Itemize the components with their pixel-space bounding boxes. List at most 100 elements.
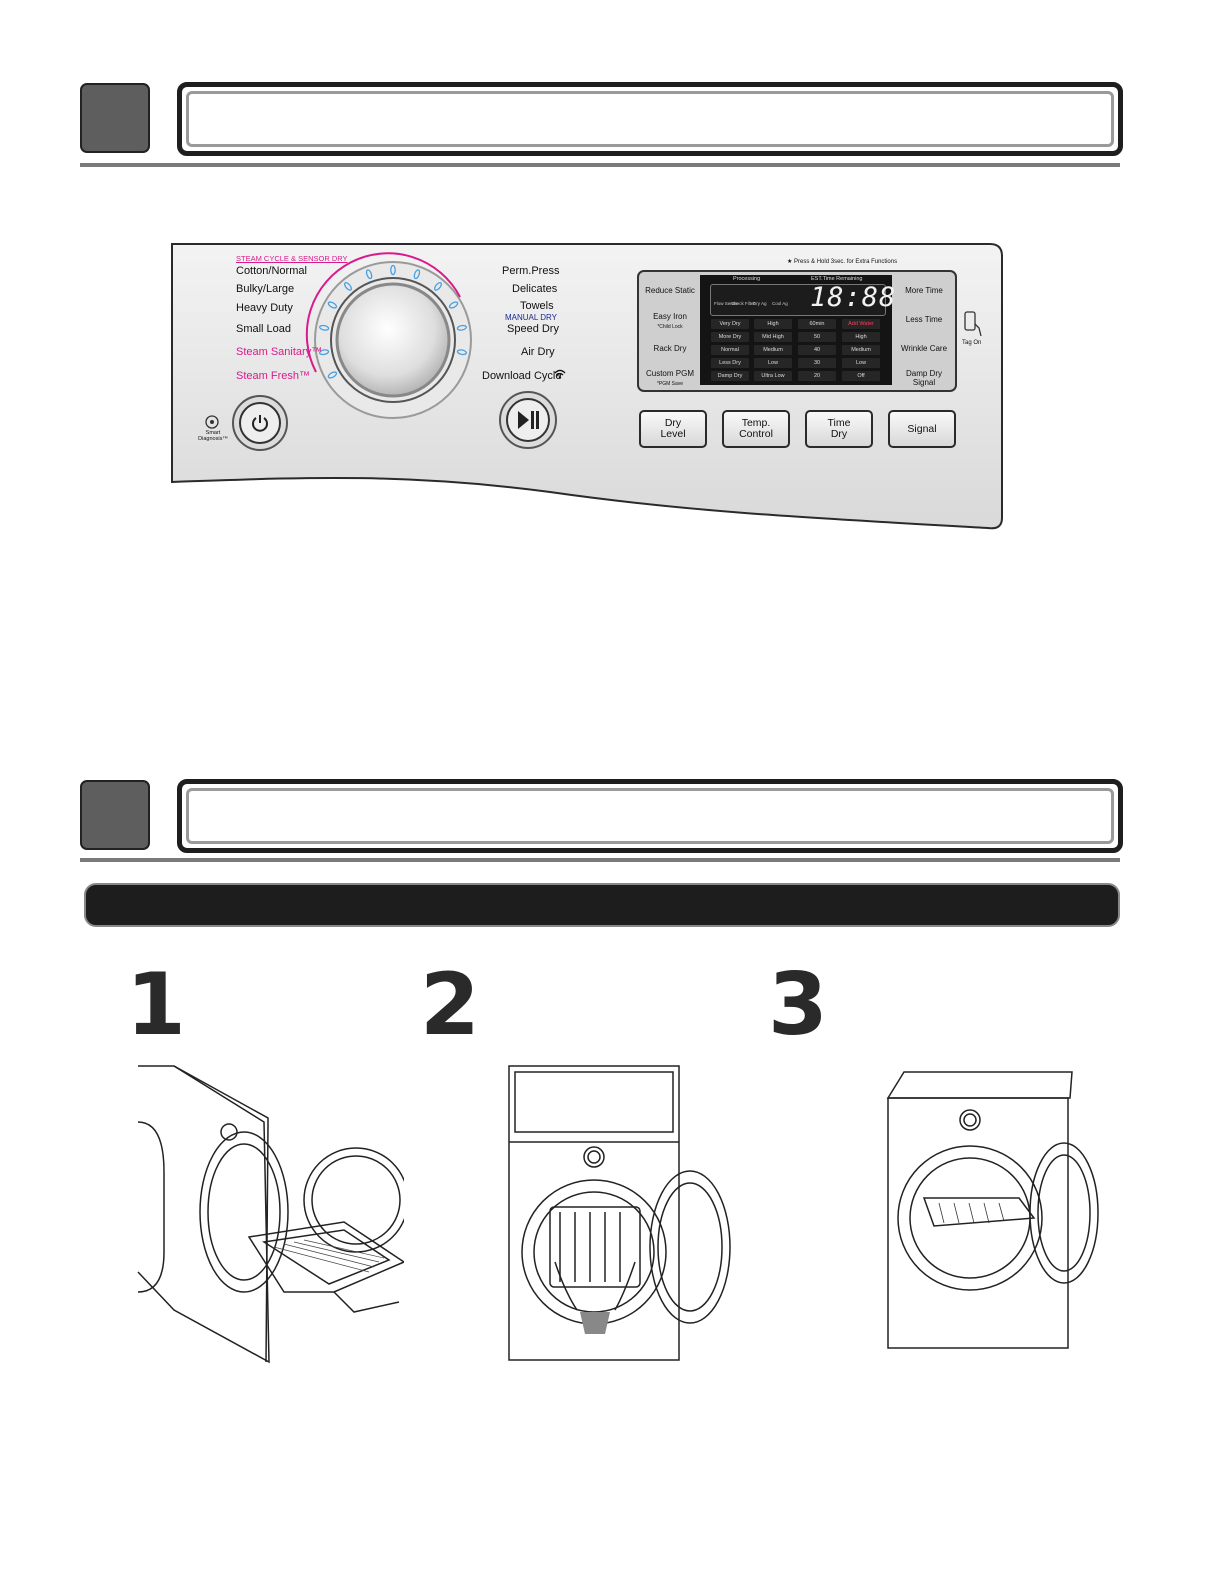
dial-led	[319, 349, 330, 356]
time-dry-line2: Dry	[830, 428, 848, 440]
dial-led	[456, 349, 467, 356]
grid-cell: Normal	[711, 345, 749, 355]
status-display	[710, 284, 886, 316]
cycle-heavy-duty[interactable]: Heavy Duty	[236, 302, 293, 314]
cycle-cotton-normal[interactable]: Cotton/Normal	[236, 265, 307, 277]
status-flow-sense: Flow Sense	[714, 301, 738, 306]
power-icon	[252, 415, 268, 432]
cycle-steam-fresh[interactable]: Steam Fresh™	[236, 370, 310, 382]
cycle-download[interactable]: Download Cycle	[482, 370, 562, 382]
cycle-perm-press[interactable]: Perm.Press	[502, 265, 560, 277]
dial-led	[365, 269, 373, 280]
wrinkle-care-button[interactable]: Wrinkle Care	[896, 337, 952, 361]
wrinkle-care-label: Wrinkle Care	[900, 344, 948, 353]
grid-cell: Add Water	[842, 319, 880, 329]
dial-leds	[319, 264, 467, 379]
grid-cell: Low	[754, 358, 792, 368]
easy-iron-button[interactable]: Easy Iron *Child Lock	[642, 308, 698, 332]
manual-dry-header: MANUAL DRY	[505, 313, 558, 322]
custom-pgm-label: Custom PGM	[645, 369, 694, 378]
section-2-rule	[80, 858, 1120, 862]
dry-level-line1: Dry	[664, 417, 682, 429]
rack-dry-button[interactable]: Rack Dry	[642, 337, 698, 361]
step-3-number: 3	[768, 955, 828, 1055]
damp-dry-label: Damp Dry	[905, 369, 942, 378]
step-2-number: 2	[420, 955, 480, 1055]
easy-iron-label: Easy Iron	[653, 312, 687, 321]
grid-cell: More Dry	[711, 332, 749, 342]
status-dry-ag: Dry Ag	[753, 301, 767, 306]
grid-cell: Off	[842, 371, 880, 381]
grid-cell: Ultra Low	[754, 371, 792, 381]
smart-diagnosis-icon	[204, 414, 220, 435]
est-time-label: EST.Time Remaining	[811, 276, 863, 282]
steam-cycle-header: STEAM CYCLE & SENSOR DRY	[236, 254, 348, 263]
section-2-number-box	[80, 780, 150, 850]
rack-dry-label: Rack Dry	[653, 344, 687, 353]
cycle-steam-sanitary[interactable]: Steam Sanitary™	[236, 346, 323, 358]
dial-led	[344, 282, 352, 291]
grid-cell: Less Dry	[711, 358, 749, 368]
step-1-illustration	[137, 1065, 404, 1364]
step-2-illustration	[508, 1065, 731, 1361]
cycle-towels[interactable]: Towels	[520, 300, 554, 312]
grid-cell: 30	[798, 358, 836, 368]
subsection-bar	[84, 883, 1120, 927]
grid-cell: High	[754, 319, 792, 329]
wifi-icon	[554, 369, 566, 382]
section-1-rule	[80, 163, 1120, 167]
section-1-number-box	[80, 83, 150, 153]
start-pause-button[interactable]	[516, 409, 540, 431]
time-dry-line1: Time	[827, 417, 851, 429]
grid-cell: High	[842, 332, 880, 342]
dial-led	[390, 264, 396, 276]
less-time-button[interactable]: Less Time	[896, 308, 952, 332]
dry-level-line2: Level	[660, 428, 686, 440]
section-2-title-bar	[177, 779, 1123, 853]
grid-cell: Mid High	[754, 332, 792, 342]
dial-led	[319, 324, 330, 331]
cycle-air-dry[interactable]: Air Dry	[521, 346, 555, 358]
tag-on-phone-icon	[963, 310, 985, 343]
cycle-small-load[interactable]: Small Load	[236, 323, 292, 335]
temp-control-button[interactable]: Temp.Control	[722, 410, 790, 448]
processing-label: Processing	[733, 276, 761, 282]
dial-led	[448, 301, 459, 309]
tag-on-label[interactable]: Tag On	[962, 340, 982, 346]
pgm-save-label: *PGM Save	[656, 381, 684, 387]
cycle-delicates[interactable]: Delicates	[512, 283, 558, 295]
temp-control-line1: Temp.	[741, 417, 771, 429]
damp-dry-sub-label: Signal	[912, 378, 936, 387]
signal-button[interactable]: Signal	[888, 410, 956, 448]
power-button[interactable]	[250, 413, 270, 433]
signal-label: Signal	[907, 422, 937, 435]
reduce-static-button[interactable]: Reduce Static	[642, 279, 698, 303]
step-3-illustration	[886, 1071, 1099, 1349]
grid-cell: Medium	[754, 345, 792, 355]
grid-cell: 40	[798, 345, 836, 355]
child-lock-label: *Child Lock	[657, 324, 683, 330]
more-time-button[interactable]: More Time	[896, 279, 952, 303]
smart-diagnosis-label: Smart Diagnosis™	[198, 430, 228, 442]
step-1-number: 1	[126, 955, 186, 1055]
grid-cell: Damp Dry	[711, 371, 749, 381]
dial-led	[413, 269, 421, 280]
dial-led	[456, 324, 467, 331]
grid-cell: 20	[798, 371, 836, 381]
custom-pgm-button[interactable]: Custom PGM *PGM Save	[642, 365, 698, 389]
grid-cell: Medium	[842, 345, 880, 355]
section-1-title-bar	[177, 82, 1123, 156]
more-time-label: More Time	[905, 286, 943, 295]
less-time-label: Less Time	[905, 315, 943, 324]
dial-led	[327, 301, 338, 309]
cycle-speed-dry[interactable]: Speed Dry	[507, 323, 559, 335]
press-hold-note: ★ Press & Hold 3sec. for Extra Functions	[787, 259, 898, 265]
control-panel: STEAM CYCLE & SENSOR DRY ★ Press & Hold …	[170, 242, 1004, 530]
dial-led	[434, 282, 442, 291]
grid-cell: Very Dry	[711, 319, 749, 329]
cycle-bulky-large[interactable]: Bulky/Large	[236, 283, 295, 295]
grid-cell: 50	[798, 332, 836, 342]
